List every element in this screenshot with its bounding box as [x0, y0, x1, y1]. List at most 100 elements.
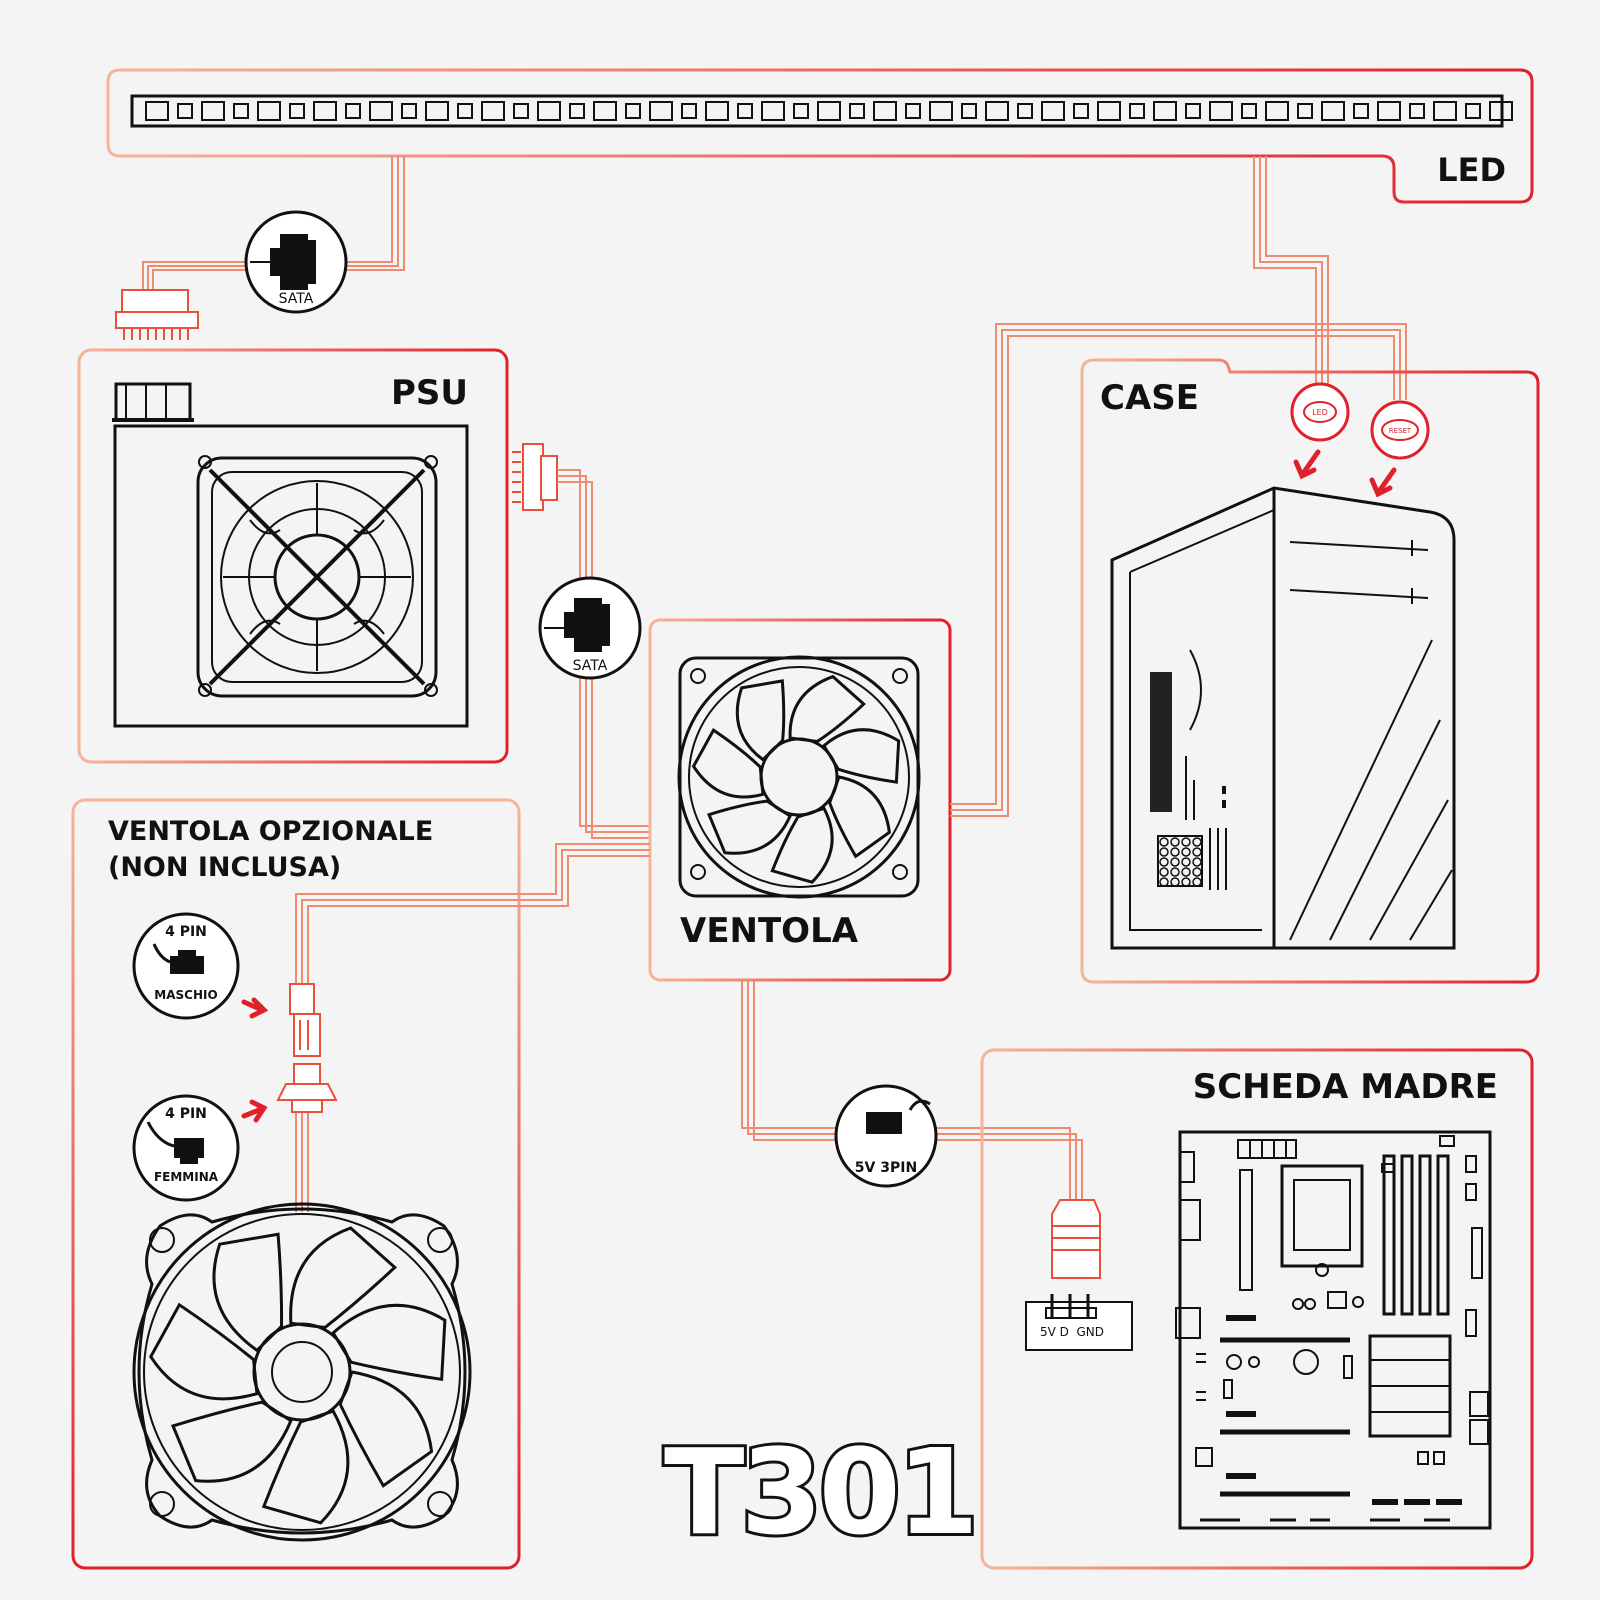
optional-fan-panel: VENTOLA OPZIONALE (NON INCLUSA) 4 PIN MA…: [71, 798, 650, 1570]
fan-blade: [338, 1370, 434, 1488]
fan-blade: [821, 728, 901, 784]
led-chip: [625, 103, 641, 119]
led-chip: [737, 103, 753, 119]
led-chip: [593, 101, 617, 121]
4pin-female-label: 4 PIN: [165, 1106, 207, 1122]
led-case-wire: [1253, 156, 1329, 384]
psu-panel: PSU: [77, 348, 509, 764]
led-chip: [345, 103, 361, 119]
vent-hole: [1170, 867, 1180, 877]
ram-slot: [1400, 1154, 1414, 1316]
header-pins-label: 5V D GND: [1040, 1325, 1104, 1339]
ventola-case-wire: [950, 323, 1407, 817]
fan-blade: [289, 1226, 398, 1330]
led-chip: [1097, 101, 1121, 121]
fan-blade: [735, 679, 786, 762]
led-chip: [257, 101, 281, 121]
case-label: CASE: [1100, 378, 1199, 418]
led-chip: [905, 103, 921, 119]
led-chip: [1433, 101, 1457, 121]
led-chip: [961, 103, 977, 119]
reset-button-callout: RESET: [1370, 400, 1430, 460]
4pin-male-label: 4 PIN: [165, 924, 207, 940]
vent-hole: [1170, 857, 1180, 867]
vent-hole: [1170, 847, 1180, 857]
psu-body: [113, 424, 469, 728]
led-chip: [569, 103, 585, 119]
vent-hole: [1192, 867, 1202, 877]
psu-label: PSU: [391, 373, 468, 413]
led-chip: [457, 103, 473, 119]
case-panel: CASE LED RESET: [1080, 358, 1540, 984]
ram-slots: [1382, 1154, 1450, 1316]
arrow-icon: [1293, 449, 1321, 480]
vent-hole: [1192, 857, 1202, 867]
vent-hole: [1159, 837, 1169, 847]
led-chip: [1129, 103, 1145, 119]
argb-plug: [1051, 1199, 1101, 1279]
ventola-fan-blades: [691, 674, 901, 884]
ram-slot: [1436, 1154, 1450, 1316]
ram-slot: [1418, 1154, 1432, 1316]
led-chip: [1041, 101, 1065, 121]
4pin-male-callout: 4 PIN MASCHIO: [132, 912, 240, 1020]
case-vent-holes: [1159, 837, 1202, 887]
led-chip: [1409, 103, 1425, 119]
led-chip: [649, 101, 673, 121]
4pin-male-sublabel: MASCHIO: [154, 988, 217, 1002]
led-chip: [1465, 103, 1481, 119]
led-chip: [481, 101, 505, 121]
sata-mid-label: SATA: [573, 658, 608, 674]
led-label: LED: [1437, 151, 1506, 189]
optional-fan-blades: [149, 1226, 447, 1525]
led-chip: [1241, 103, 1257, 119]
vent-hole: [1181, 877, 1191, 887]
led-chip: [369, 101, 393, 121]
pc-case-illustration: [1110, 486, 1456, 950]
vent-hole: [1181, 867, 1191, 877]
led-chip: [425, 101, 449, 121]
led-chip: [537, 101, 561, 121]
sata-callout-mid: SATA: [538, 576, 642, 680]
sata-top-label: SATA: [279, 291, 314, 307]
psu-fan-grill: [196, 455, 438, 698]
optional-fan-subtitle: (NON INCLUSA): [108, 852, 341, 883]
vent-hole: [1159, 877, 1169, 887]
ventola-label: VENTOLA: [680, 911, 859, 951]
led-chip: [761, 101, 785, 121]
4pin-female-callout: 4 PIN FEMMINA: [132, 1094, 240, 1202]
led-chip: [1153, 101, 1177, 121]
arrow-icon: [241, 997, 269, 1019]
led-chip: [1265, 101, 1289, 121]
psu-modular-connector: [114, 382, 192, 420]
optional-fan-wire: [295, 843, 650, 1212]
led-chip: [1209, 101, 1233, 121]
argb-label: 5V 3PIN: [855, 1160, 917, 1176]
led-chip: [1489, 101, 1513, 121]
led-chip: [681, 103, 697, 119]
motherboard-panel: SCHEDA MADRE: [980, 1048, 1534, 1570]
fan-blade: [149, 1302, 259, 1401]
led-chip: [401, 103, 417, 119]
led-chip: [1017, 103, 1033, 119]
led-chip: [1353, 103, 1369, 119]
led-chip: [1073, 103, 1089, 119]
led-strip: [130, 94, 1504, 128]
motherboard-label: SCHEDA MADRE: [1193, 1067, 1498, 1107]
led-chip: [873, 101, 897, 121]
ventola-panel: VENTOLA: [648, 618, 952, 982]
arrow-icon: [241, 1099, 268, 1123]
4pin-female-sublabel: FEMMINA: [154, 1170, 219, 1184]
fan-blade: [212, 1232, 284, 1353]
led-button-callout: LED: [1290, 382, 1350, 442]
arrow-icon: [1369, 467, 1397, 498]
vent-hole: [1192, 837, 1202, 847]
ventola-fan-frame: [678, 656, 920, 898]
led-chip: [233, 103, 249, 119]
ram-slot: [1382, 1154, 1396, 1316]
model-label: T301: [664, 1423, 975, 1561]
led-chip: [201, 101, 225, 121]
led-chip: [1321, 101, 1345, 121]
led-button-label: LED: [1312, 408, 1328, 417]
